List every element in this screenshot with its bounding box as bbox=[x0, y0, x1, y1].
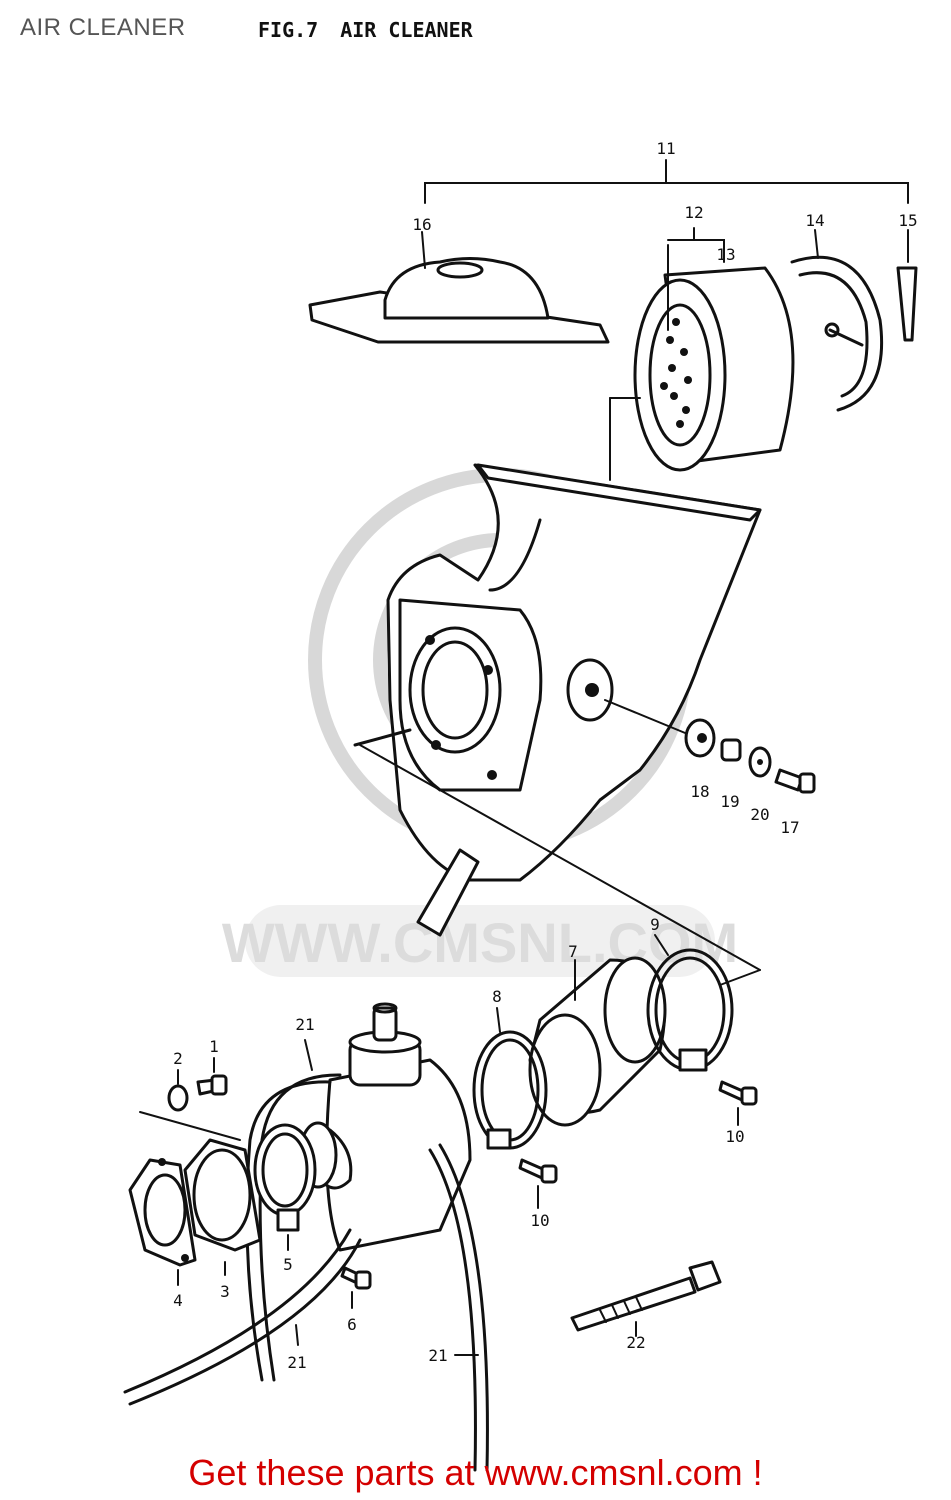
callout-4: 4 bbox=[173, 1291, 183, 1310]
callout-5: 5 bbox=[283, 1255, 293, 1274]
part-17-bolt bbox=[774, 768, 816, 794]
callout-11: 11 bbox=[656, 139, 675, 158]
callout-15: 15 bbox=[898, 211, 917, 230]
part-2-washer bbox=[167, 1069, 189, 1112]
part-20-washer bbox=[748, 746, 772, 778]
part-10-screw-lower bbox=[518, 1158, 558, 1209]
part-13-filter-element bbox=[609, 227, 795, 481]
part-10-screw-upper bbox=[718, 1080, 758, 1126]
callout-21-lower-right: 21 bbox=[428, 1346, 447, 1365]
cmsnl-parts-link[interactable]: Get these parts at www.cmsnl.com ! bbox=[188, 1452, 763, 1493]
part-4-gasket bbox=[128, 1158, 197, 1286]
callout-6: 6 bbox=[347, 1315, 357, 1334]
callout-7: 7 bbox=[568, 942, 578, 961]
part-15-pin bbox=[896, 229, 918, 342]
callout-9: 9 bbox=[650, 915, 660, 934]
part-7-intake-pipe bbox=[528, 956, 667, 1127]
callout-19: 19 bbox=[720, 792, 739, 811]
group-bracket-11 bbox=[424, 159, 909, 204]
carburetor bbox=[298, 1002, 472, 1252]
callout-12: 12 bbox=[684, 203, 703, 222]
figure-name: AIR CLEANER bbox=[340, 18, 473, 42]
callout-8: 8 bbox=[492, 987, 502, 1006]
callout-22: 22 bbox=[626, 1333, 645, 1352]
part-14-clamp-plate bbox=[790, 229, 884, 412]
callout-1: 1 bbox=[209, 1037, 219, 1056]
part-8-clamp bbox=[472, 1007, 548, 1150]
callout-10-lower: 10 bbox=[530, 1211, 549, 1230]
figure-title: FIG.7 AIR CLEANER bbox=[258, 18, 473, 42]
callout-labels: 11 16 12 13 14 15 18 19 20 17 9 7 8 21 2… bbox=[173, 139, 917, 1372]
callout-21-lower-left: 21 bbox=[287, 1353, 306, 1372]
page-title: AIR CLEANER bbox=[20, 14, 186, 41]
part-22-adjuster bbox=[570, 1260, 722, 1337]
part-19-collar bbox=[720, 738, 742, 762]
part-3-flange bbox=[183, 1138, 262, 1276]
callout-21-top: 21 bbox=[295, 1015, 314, 1034]
callout-17: 17 bbox=[780, 818, 799, 837]
callout-18: 18 bbox=[690, 782, 709, 801]
callout-3: 3 bbox=[220, 1282, 230, 1301]
part-6-screw bbox=[340, 1266, 372, 1309]
figure-number: FIG.7 bbox=[258, 18, 319, 42]
callout-10-upper: 10 bbox=[725, 1127, 744, 1146]
callout-13: 13 bbox=[716, 245, 735, 264]
callout-16: 16 bbox=[412, 215, 431, 234]
air-cleaner-case bbox=[353, 463, 762, 986]
part-18-grommet bbox=[684, 718, 716, 758]
callout-2: 2 bbox=[173, 1049, 183, 1068]
watermark-text: WWW.CMSNL.COM bbox=[222, 911, 738, 974]
part-16-cover bbox=[308, 231, 610, 344]
callout-20: 20 bbox=[750, 805, 769, 824]
part-5-insulator bbox=[139, 1111, 317, 1251]
part-1-screw bbox=[196, 1057, 228, 1096]
callout-14: 14 bbox=[805, 211, 824, 230]
part-9-clamp bbox=[646, 934, 734, 1072]
